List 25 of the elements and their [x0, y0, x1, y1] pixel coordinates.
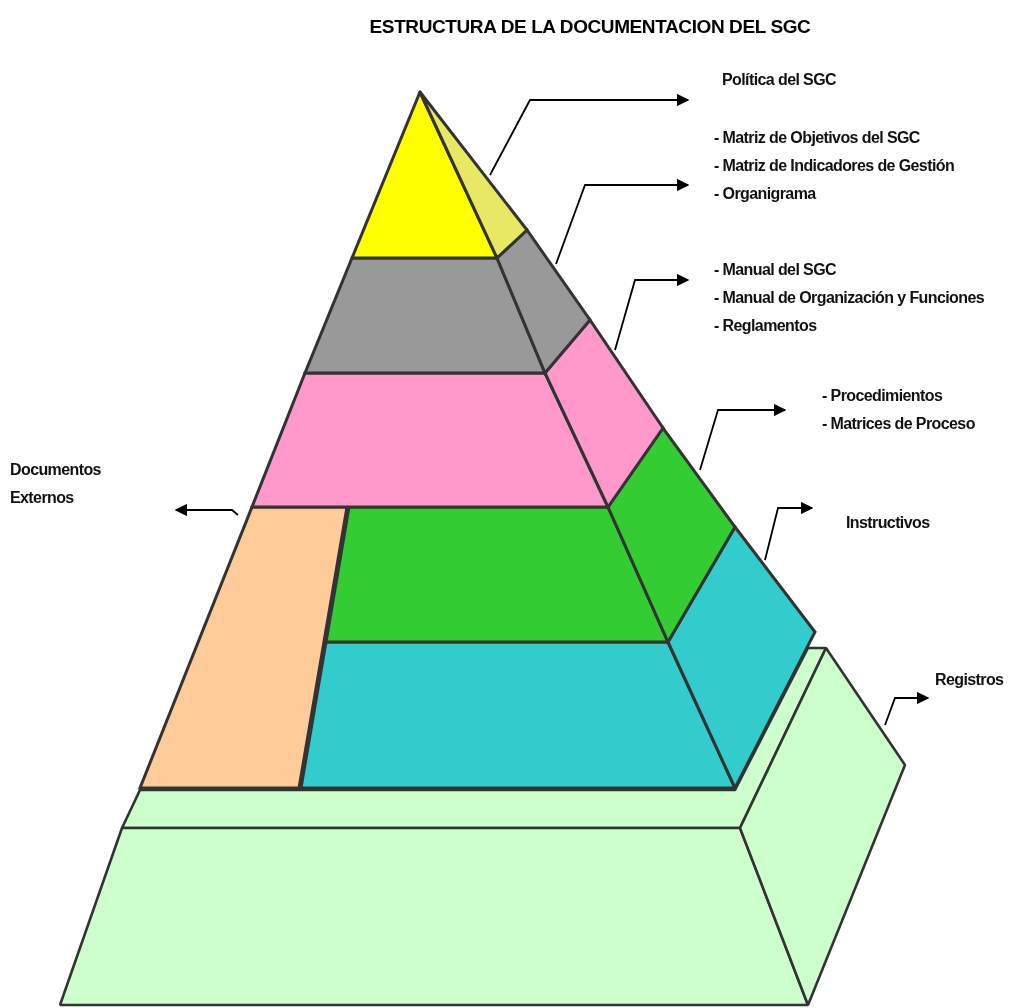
leader-arrow [699, 403, 787, 471]
label-text: Instructivos [846, 513, 930, 533]
pyramid-base [58, 646, 907, 1007]
leader-arrow [614, 273, 690, 351]
label-text: Documentos Externos [10, 460, 102, 508]
label-text: - Matriz de Objetivos del SGC [714, 128, 921, 148]
leader-arrow [555, 178, 690, 265]
label-text: - Manual del SGC [714, 260, 837, 280]
leader-arrow [884, 691, 930, 726]
label-text: - Procedimientos [822, 386, 944, 406]
label-text: Registros [935, 670, 1004, 690]
label-text: - Manual de Organización y Funciones [714, 288, 984, 308]
pyramid-apex [350, 90, 529, 260]
diagram-title: ESTRUCTURA DE LA DOCUMENTACION DEL SGC [368, 16, 812, 38]
pyramid-level [324, 425, 737, 646]
label-text: - Matriz de Indicadores de Gestión [714, 156, 955, 176]
pyramid-level [302, 227, 592, 376]
leader-arrow [489, 93, 690, 176]
pyramid-level [299, 524, 817, 792]
label-text: - Matrices de Proceso [822, 414, 975, 434]
leader-arrow [174, 503, 239, 517]
leader-arrow [764, 501, 814, 561]
label-text: - Organigrama [714, 184, 818, 204]
label-text: - Reglamentos [714, 316, 818, 336]
label-text: Política del SGC [722, 70, 836, 90]
